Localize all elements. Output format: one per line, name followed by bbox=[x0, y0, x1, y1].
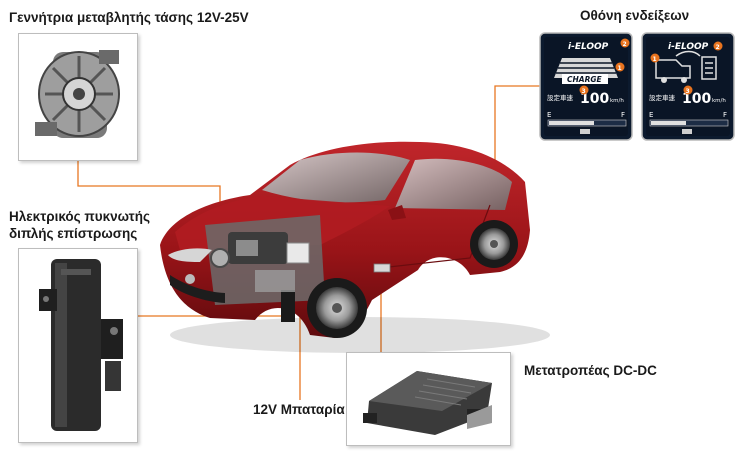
display-screen-2: i-ELOOP 設定車速 100 km/h E F 2 1 3 bbox=[641, 32, 735, 141]
screen1-marker-1 bbox=[615, 62, 625, 72]
display-label: Οθόνη ενδείξεων bbox=[580, 8, 690, 23]
converter-image-box bbox=[346, 352, 511, 446]
screen1-logo: i-ELOOP bbox=[568, 42, 609, 52]
alternator-icon bbox=[35, 50, 120, 138]
screen2-reading-value: 100 bbox=[682, 91, 711, 107]
svg-text:3: 3 bbox=[582, 88, 586, 95]
capacitor-label-line1: Ηλεκτρικός πυκνωτής bbox=[9, 209, 150, 224]
front-wheel bbox=[307, 278, 367, 338]
screen2-reading-unit: km/h bbox=[712, 98, 726, 104]
screen2-logo: i-ELOOP bbox=[668, 42, 709, 52]
windshield bbox=[262, 152, 410, 203]
svg-text:2: 2 bbox=[623, 41, 627, 48]
side-windows bbox=[395, 158, 512, 210]
converter-label: Μετατροπέας DC-DC bbox=[524, 363, 657, 378]
svg-text:3: 3 bbox=[686, 88, 690, 95]
svg-text:1: 1 bbox=[653, 56, 657, 63]
capacitor-icon bbox=[39, 259, 123, 431]
display-screen-1: i-ELOOP CHARGE 設定車速 100 km/h E F 2 1 3 bbox=[539, 32, 633, 141]
screen2-reading-label: 設定車速 bbox=[649, 93, 676, 102]
capacitor-image-box bbox=[18, 248, 138, 443]
engine-bay bbox=[205, 215, 325, 322]
screen1-marker-2 bbox=[620, 38, 630, 48]
screen2-marker-3 bbox=[683, 85, 693, 95]
screen2-marker-2 bbox=[713, 41, 723, 51]
screen2-gauge-full: F bbox=[723, 111, 727, 119]
screen1-status: CHARGE bbox=[567, 75, 603, 84]
capacitor-label-line2: διπλής επίστρωσης bbox=[9, 226, 138, 241]
screen1-gauge-empty: E bbox=[547, 111, 551, 119]
alternator-label: Γεννήτρια μεταβλητής τάσης 12V-25V bbox=[9, 10, 249, 25]
battery-label: 12V Μπαταρία bbox=[253, 402, 345, 417]
converter-icon bbox=[363, 371, 492, 435]
screen2-marker-1 bbox=[650, 53, 660, 63]
screen1-reading-label: 設定車速 bbox=[547, 93, 574, 102]
screen1-reading-unit: km/h bbox=[610, 98, 624, 104]
rear-wheel bbox=[470, 220, 518, 268]
screen1-marker-3 bbox=[579, 85, 589, 95]
svg-text:2: 2 bbox=[716, 44, 720, 51]
svg-text:1: 1 bbox=[618, 65, 622, 72]
screen2-gauge-empty: E bbox=[649, 111, 653, 119]
alternator-image-box bbox=[18, 33, 138, 161]
screen1-reading-value: 100 bbox=[580, 91, 609, 107]
screen1-gauge-full: F bbox=[621, 111, 625, 119]
